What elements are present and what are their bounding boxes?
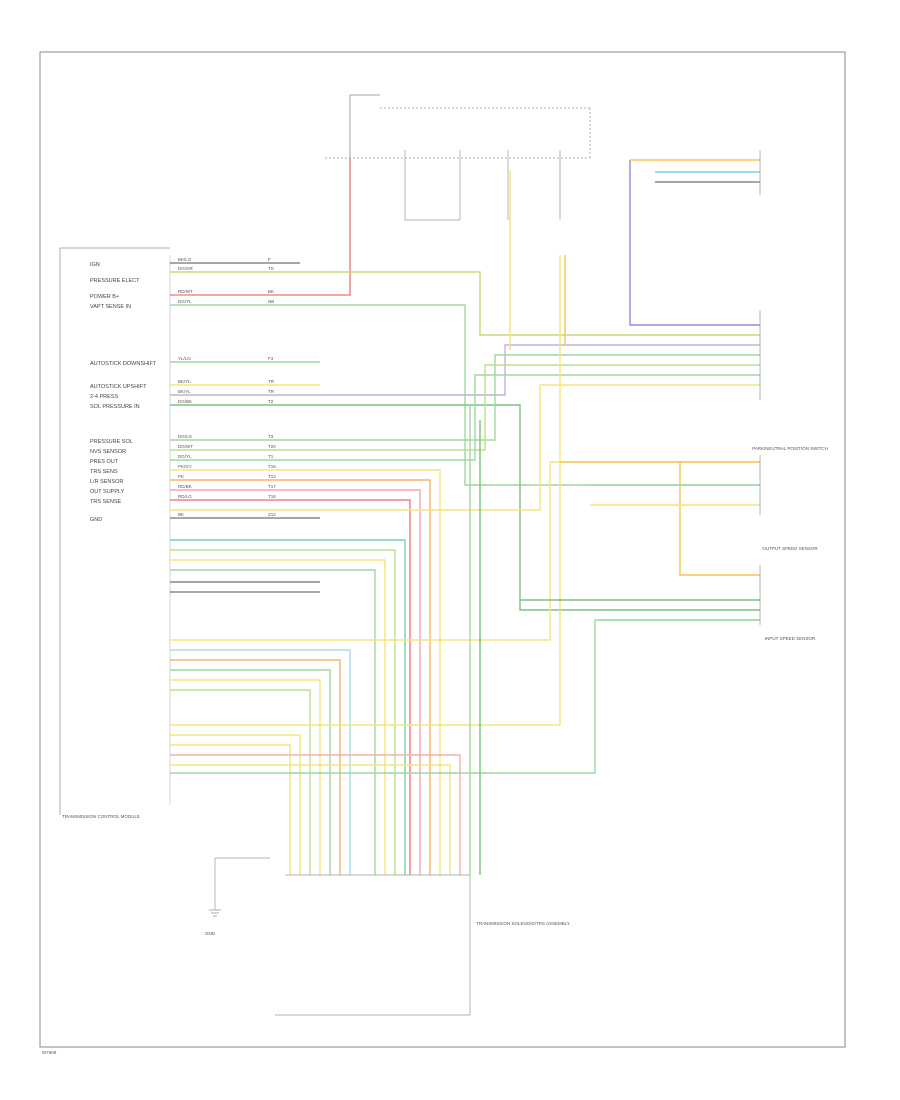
svg-text:TS: TS bbox=[268, 266, 274, 271]
svg-text:BK/LG: BK/LG bbox=[178, 257, 192, 262]
svg-text:BK: BK bbox=[268, 289, 274, 294]
pin-label-nvs: NVS SENSOR bbox=[90, 449, 126, 455]
svg-text:T20: T20 bbox=[268, 444, 276, 449]
wire-labels: BK/LG F DG/OR TS RD/WT BK DG/YL NB YL/LG… bbox=[178, 257, 276, 517]
svg-text:YL/LG: YL/LG bbox=[178, 356, 191, 361]
svg-text:TR: TR bbox=[268, 389, 275, 394]
pin-label-out-supply: OUT SUPPLY bbox=[90, 489, 125, 495]
pin-label-vapt: VAPT SENSE IN bbox=[90, 304, 131, 310]
svg-text:RD/BK: RD/BK bbox=[178, 484, 192, 489]
ground-label: GND bbox=[205, 931, 216, 936]
pin-label-trs-sense: TRS SENSE bbox=[90, 499, 122, 505]
svg-text:BK/YL: BK/YL bbox=[178, 379, 191, 384]
svg-text:PK: PK bbox=[178, 474, 184, 479]
svg-text:T2: T2 bbox=[268, 399, 274, 404]
svg-text:T17: T17 bbox=[268, 484, 276, 489]
svg-text:BK/YL: BK/YL bbox=[178, 389, 191, 394]
pin-label-pressure: PRESSURE ELECT bbox=[90, 278, 140, 284]
pin-label-downshift: AUTOSTICK DOWNSHIFT bbox=[90, 361, 157, 367]
pin-label-gnd: GND bbox=[90, 517, 102, 523]
fuse-block bbox=[404, 150, 561, 221]
pin-label-pres-out: PRES OUT bbox=[90, 459, 119, 465]
pin-label-2-4: 2-4 PRESS bbox=[90, 394, 118, 400]
svg-text:DG/LG: DG/LG bbox=[178, 434, 193, 439]
svg-text:T15: T15 bbox=[268, 464, 276, 469]
module-outline bbox=[59, 247, 170, 815]
output-speed-sensor-label: OUTPUT SPEED SENSOR bbox=[762, 546, 818, 551]
pin-label-upshift: AUTOSTICK UPSHIFT bbox=[90, 384, 147, 390]
park-neutral-switch-label: PARK/NEUTRAL POSITION SWITCH bbox=[752, 446, 828, 451]
svg-text:T16: T16 bbox=[268, 494, 276, 499]
svg-text:DG/WT: DG/WT bbox=[178, 444, 193, 449]
svg-text:DG/BK: DG/BK bbox=[178, 399, 192, 404]
svg-text:DG/OR: DG/OR bbox=[178, 266, 194, 271]
svg-text:T1: T1 bbox=[268, 454, 274, 459]
svg-text:TR: TR bbox=[268, 379, 275, 384]
pin-labels: IGN PRESSURE ELECT POWER B+ VAPT SENSE I… bbox=[90, 262, 157, 523]
svg-text:BK: BK bbox=[178, 512, 184, 517]
svg-text:NB: NB bbox=[268, 299, 274, 304]
svg-text:RD/LG: RD/LG bbox=[178, 494, 192, 499]
pin-label-trs-sens: TRS SENS bbox=[90, 469, 118, 475]
bottom-connector: TRANSMISSION SOLENOID/TRS ASSEMBLY bbox=[275, 874, 570, 1016]
pin-label-ign: IGN bbox=[90, 262, 100, 268]
svg-text:F: F bbox=[268, 257, 271, 262]
svg-text:F3: F3 bbox=[268, 356, 274, 361]
bottom-connector-label: TRANSMISSION SOLENOID/TRS ASSEMBLY bbox=[476, 921, 570, 926]
pin-label-sol-in: SOL PRESSURE IN bbox=[90, 404, 140, 410]
pin-label-power: POWER B+ bbox=[90, 294, 119, 300]
svg-text:RD/WT: RD/WT bbox=[178, 289, 193, 294]
ground-symbol: GND bbox=[205, 857, 270, 936]
pin-label-pressure-sol: PRESSURE SOL bbox=[90, 439, 133, 445]
wires bbox=[170, 159, 760, 875]
diagram-frame bbox=[39, 51, 846, 1048]
pin-label-lr: L/R SENSOR bbox=[90, 479, 123, 485]
svg-text:T3: T3 bbox=[268, 434, 274, 439]
svg-text:DG/YL: DG/YL bbox=[178, 454, 192, 459]
input-speed-sensor-label: INPUT SPEED SENSOR bbox=[765, 636, 816, 641]
svg-text:T13: T13 bbox=[268, 474, 276, 479]
corner-code: W7668 bbox=[42, 1050, 57, 1055]
svg-text:PK/GY: PK/GY bbox=[178, 464, 192, 469]
module-label: TRANSMISSION CONTROL MODULE bbox=[62, 814, 140, 819]
svg-text:DG/YL: DG/YL bbox=[178, 299, 192, 304]
svg-text:Z12: Z12 bbox=[268, 512, 276, 517]
right-components: PARK/NEUTRAL POSITION SWITCH OUTPUT SPEE… bbox=[752, 150, 828, 641]
